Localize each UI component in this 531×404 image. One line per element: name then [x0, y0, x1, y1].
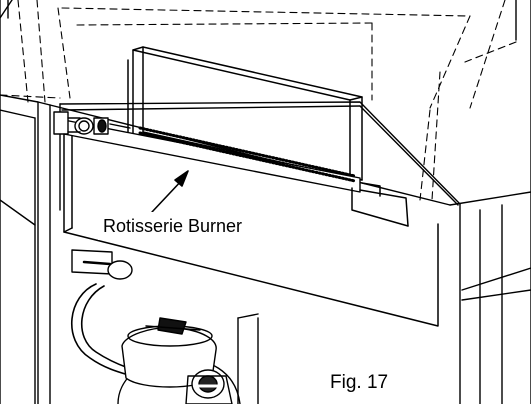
burner-label-backdrop [98, 212, 294, 240]
callout-arrow [151, 170, 189, 213]
figure-number-label: Fig. 17 [330, 372, 389, 393]
burner-valve-assembly [53, 111, 131, 135]
right-lower-structure [237, 313, 259, 404]
propane-tank [117, 317, 241, 404]
rotisserie-burner-label: Rotisserie Burner [103, 216, 243, 236]
fig-label-backdrop [322, 366, 406, 396]
front-panel [63, 133, 439, 327]
hood-dashed-outline [0, 0, 517, 201]
regulator [71, 249, 133, 280]
gas-hose [70, 283, 135, 377]
